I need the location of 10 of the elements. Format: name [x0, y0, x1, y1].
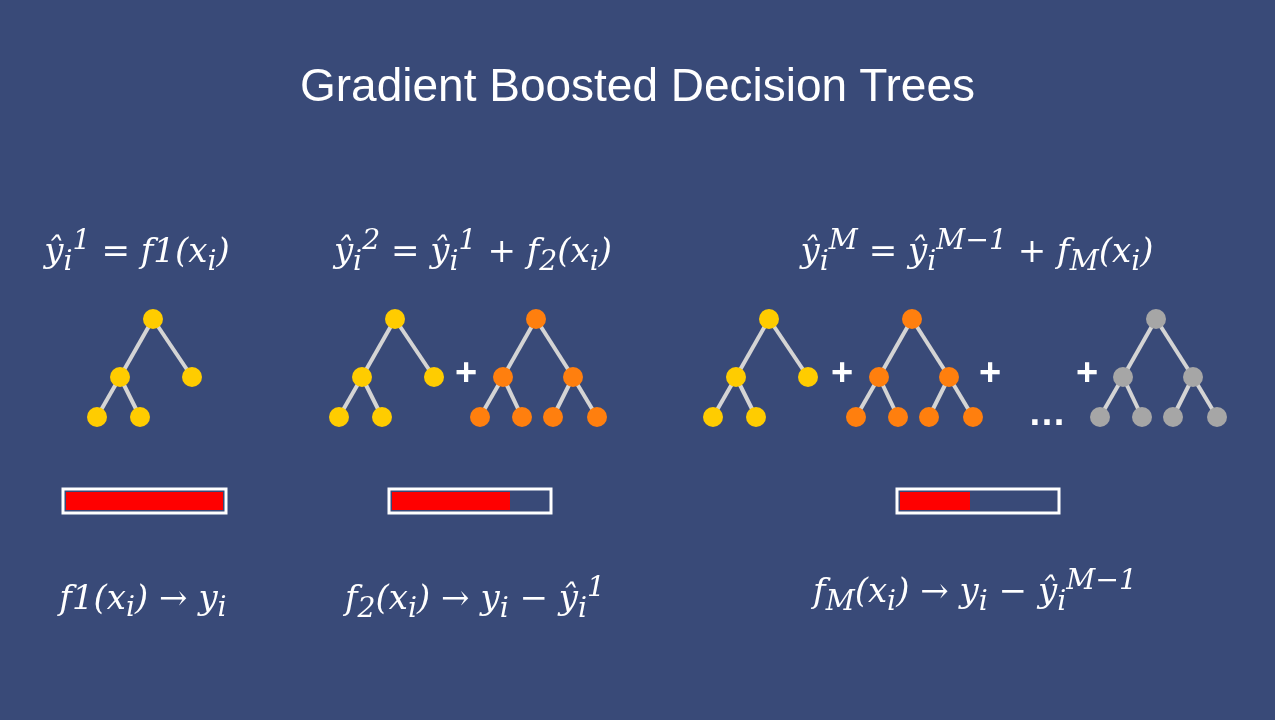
formula: ŷ$_{i}$$^{M}$ = ŷ$_{i}$$^{M−1}$ + f$_{M}$(x$_{i}$) — [800, 223, 1154, 277]
operator-sign: … — [1028, 390, 1066, 434]
operator-sign: + — [1075, 350, 1099, 394]
slide-title: Gradient Boosted Decision Trees — [299, 58, 976, 112]
formula: ŷ$_{i}$$^{2}$ = ŷ$_{i}$$^{1}$ + f$_{2}$(x$_{i}$) — [333, 223, 613, 277]
formula: f1(x$_{i}$) → y$_{i}$ — [59, 576, 227, 624]
operator-sign: + — [978, 350, 1002, 394]
operator-sign: + — [454, 350, 478, 394]
formula: ŷ$_{i}$$^{1}$ = f1(x$_{i}$) — [44, 223, 230, 277]
operator-sign: + — [830, 350, 854, 394]
